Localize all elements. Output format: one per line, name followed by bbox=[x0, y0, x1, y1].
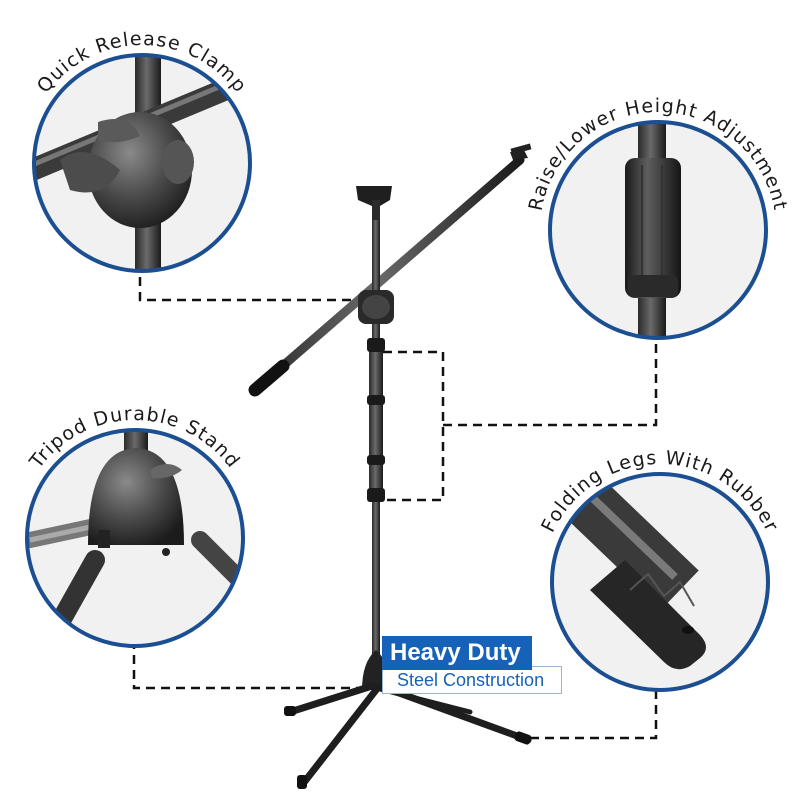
connector-legs bbox=[530, 688, 658, 740]
connector-lines bbox=[132, 262, 658, 740]
connector-height bbox=[383, 350, 445, 502]
callout-height: Raise/Lower Height Adjustment bbox=[525, 95, 790, 340]
connector-tripod bbox=[132, 640, 395, 690]
connector-height-ext bbox=[443, 336, 658, 427]
callout-legs: Folding Legs With Rubber bbox=[537, 447, 782, 692]
badge-title: Heavy Duty bbox=[382, 636, 532, 670]
callout-clamp: Quick Release Clamp bbox=[32, 28, 252, 273]
connector-clamp bbox=[138, 262, 355, 302]
badge-subtitle: Steel Construction bbox=[382, 666, 562, 694]
heavy-duty-badge: Steel Construction Heavy Duty bbox=[382, 636, 562, 694]
callout-tripod: Tripod Durable Stand bbox=[25, 403, 245, 648]
